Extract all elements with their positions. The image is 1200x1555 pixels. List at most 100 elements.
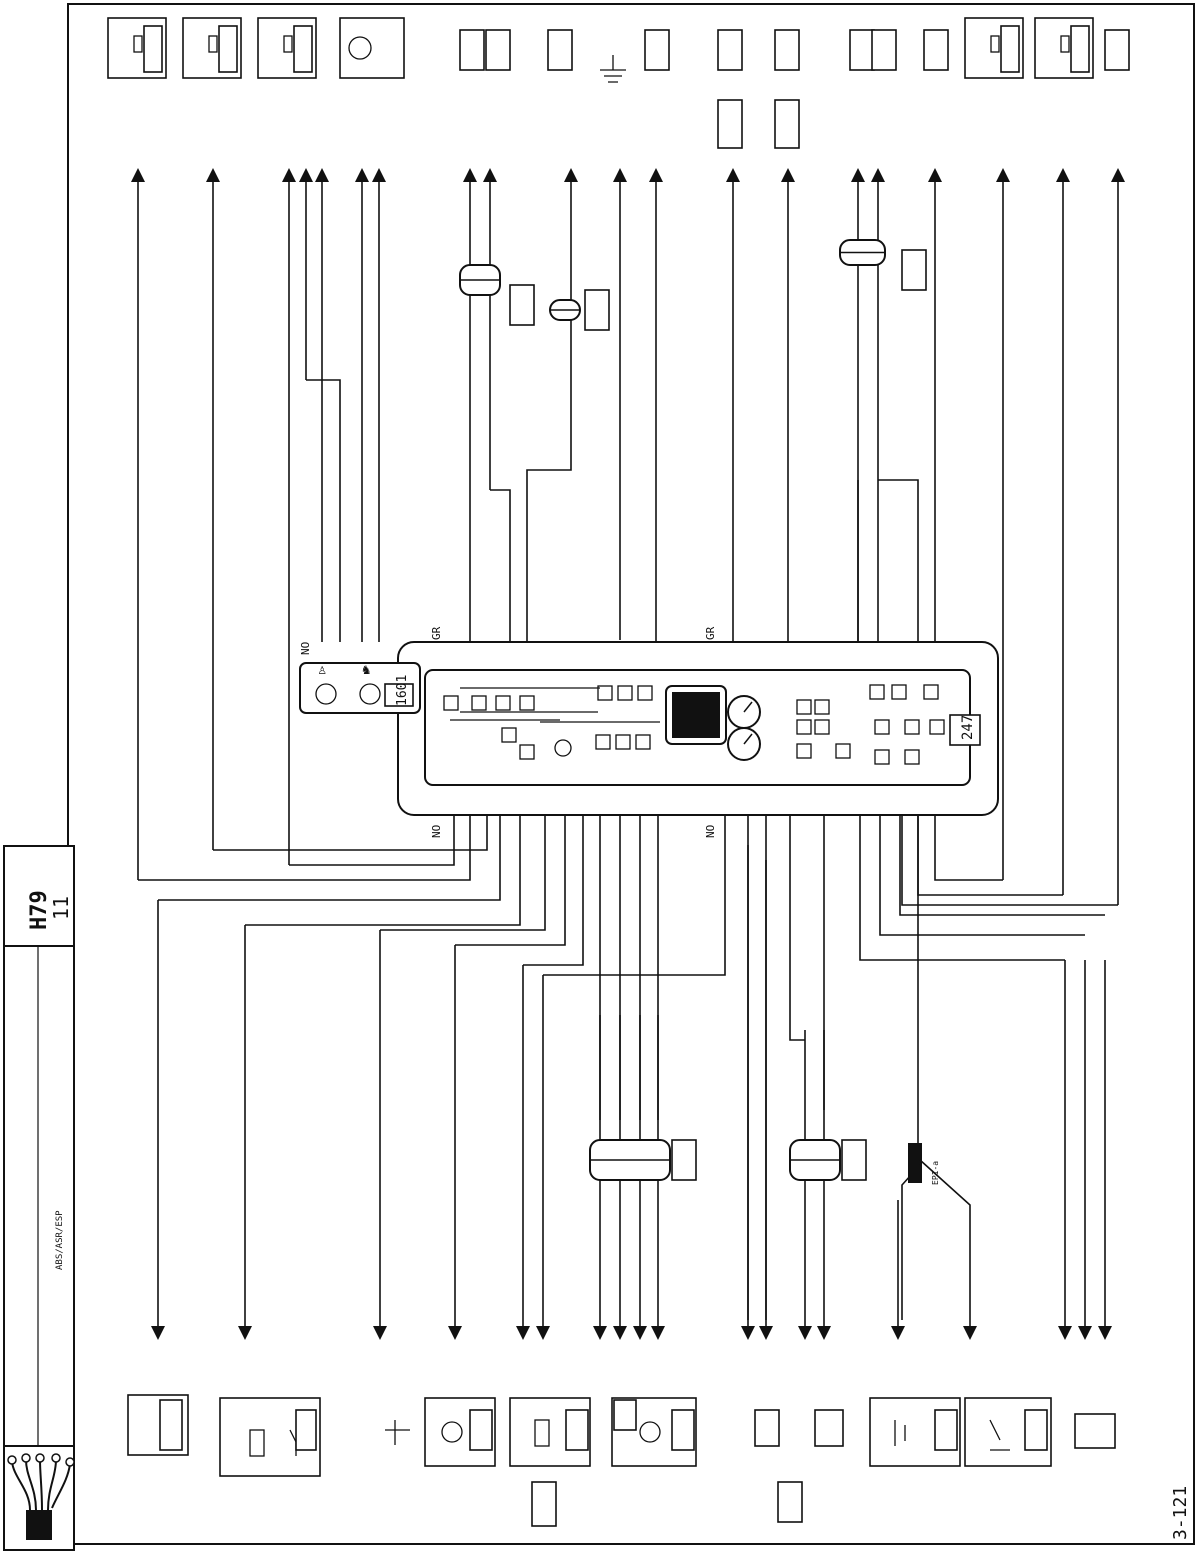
ecu-id-box <box>949 714 981 746</box>
arrow-down-icon <box>238 1326 252 1340</box>
arrow-up-icon <box>206 168 220 182</box>
ref-id-box <box>923 29 949 71</box>
fuse-icon <box>133 35 143 53</box>
switch-ground-icon <box>989 1419 1010 1451</box>
wire-run <box>747 815 767 1320</box>
arrow-up-icon <box>1056 168 1070 182</box>
arrow-down-icon <box>759 1326 773 1340</box>
arrow-up-icon <box>299 168 313 182</box>
ref-id-box <box>1074 1413 1116 1449</box>
arrow-down-icon <box>963 1326 977 1340</box>
ref-id-box <box>485 29 511 71</box>
wire-run <box>599 815 659 1120</box>
ref-id-box <box>774 99 800 149</box>
arrow-up-icon <box>372 168 386 182</box>
arrow-up-icon <box>1111 168 1125 182</box>
arrow-up-icon <box>483 168 497 182</box>
arrow-down-icon <box>1058 1326 1072 1340</box>
arrow-up-icon <box>355 168 369 182</box>
ref-id-box <box>717 99 743 149</box>
upper-harness <box>131 168 1125 906</box>
ref-id-box <box>717 29 743 71</box>
ref-id-box <box>295 1409 317 1451</box>
arrow-up-icon <box>282 168 296 182</box>
lower-harness <box>151 815 1112 1340</box>
ref-id-box <box>159 1399 183 1451</box>
r212-label-box <box>509 284 535 326</box>
arrow-up-icon <box>851 168 865 182</box>
wire-run <box>469 430 572 642</box>
arrow-up-icon <box>996 168 1010 182</box>
arrow-down-icon <box>448 1326 462 1340</box>
harness-logo-icon <box>7 1453 75 1540</box>
module-connector: NO <box>299 642 312 655</box>
ref-id-box <box>849 29 875 71</box>
ecu-connector-top: GR <box>430 626 443 640</box>
wire-run <box>138 815 471 881</box>
r212-label-box <box>584 289 610 331</box>
ref-id-box <box>1000 25 1020 73</box>
sensor-icon <box>441 1421 463 1443</box>
sensor-icon <box>348 36 372 60</box>
splice-label: EP1-a <box>931 1161 940 1185</box>
relay-coil-icon <box>249 1429 265 1457</box>
wire-run <box>306 375 380 642</box>
arrow-down-icon <box>1078 1326 1092 1340</box>
arrow-up-icon <box>564 168 578 182</box>
ref-id-box <box>565 1409 589 1451</box>
title-strip: H79 11 ABS/ASR/ESP <box>3 845 75 1551</box>
arrow-down-icon <box>798 1326 812 1340</box>
arrow-down-icon <box>151 1326 165 1340</box>
r212-label-box <box>671 1139 697 1181</box>
arrow-down-icon <box>817 1326 831 1340</box>
ref-id-box <box>1104 29 1130 71</box>
warning-lamp-icons <box>443 684 945 765</box>
arrow-up-icon <box>871 168 885 182</box>
arrow-up-icon <box>649 168 663 182</box>
abs-ecu-module: 247 GR GR NO NO <box>397 626 999 838</box>
arrow-down-icon <box>536 1326 550 1340</box>
ecu-id: 247 <box>960 715 976 740</box>
arrow-down-icon <box>516 1326 530 1340</box>
sensor-box <box>339 17 405 79</box>
ref-id-box <box>934 1409 958 1451</box>
arrow-up-icon <box>726 168 740 182</box>
arrow-down-icon <box>651 1326 665 1340</box>
fuse-icon <box>990 35 1000 53</box>
arrow-down-icon <box>741 1326 755 1340</box>
sheet-number: 11 <box>49 896 73 920</box>
gauge-icon <box>639 1421 661 1443</box>
wire-run <box>859 815 1105 961</box>
arrow-up-icon <box>928 168 942 182</box>
arrow-down-icon <box>373 1326 387 1340</box>
ecu-connector-bottom: NO <box>430 825 443 838</box>
ref-id-box <box>777 1481 803 1523</box>
wire-run <box>857 479 919 642</box>
arrow-down-icon <box>1098 1326 1112 1340</box>
switch-icon <box>534 1419 550 1447</box>
ref-id-box <box>531 1481 557 1527</box>
dashboard-display-icon <box>665 685 761 761</box>
ref-id-box <box>143 25 163 73</box>
wire-run <box>289 815 455 866</box>
sheet-frame <box>67 3 1195 1545</box>
arrow-up-icon <box>315 168 329 182</box>
seatbelt-warning-module: ♙ ♞ 1601 NO <box>299 642 421 714</box>
arrow-up-icon <box>613 168 627 182</box>
ref-id-box <box>218 25 238 73</box>
fuse-icon <box>283 35 293 53</box>
seat-icon: ♞ <box>362 662 370 678</box>
arrow-down-icon <box>613 1326 627 1340</box>
fuse-icon <box>1060 35 1070 53</box>
arrow-up-icon <box>463 168 477 182</box>
function-label: ABS/ASR/ESP <box>55 1210 65 1270</box>
arrow-down-icon <box>593 1326 607 1340</box>
ref-id-box <box>459 29 485 71</box>
ref-id-box <box>774 29 800 71</box>
r212-label-box <box>901 249 927 291</box>
ground-icon <box>385 1420 410 1445</box>
ecu-connector-bottom-2: NO <box>704 825 717 838</box>
ref-id-box <box>754 1409 780 1447</box>
